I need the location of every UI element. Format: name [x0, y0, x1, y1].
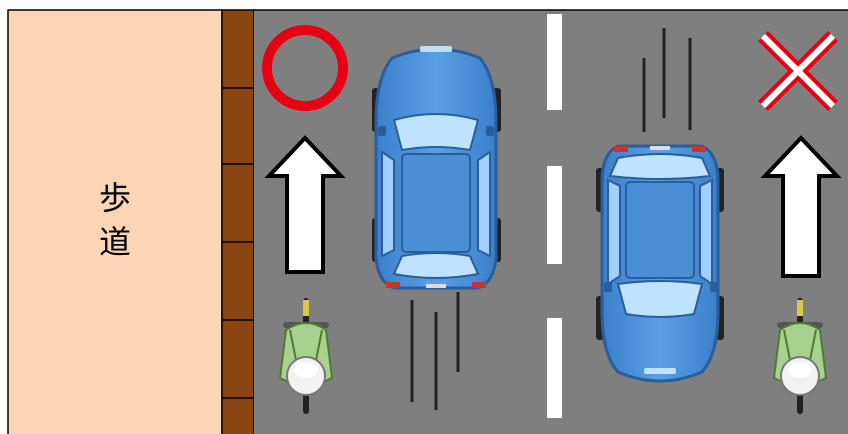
sidewalk-label: 歩 道 — [8, 176, 222, 264]
right-car-icon — [596, 146, 724, 381]
center-lane-line — [547, 14, 562, 418]
sidewalk-label-char-1: 歩 — [8, 176, 222, 220]
left-car-icon — [372, 46, 501, 288]
sidewalk-label-char-2: 道 — [8, 220, 222, 264]
curb — [222, 10, 254, 434]
